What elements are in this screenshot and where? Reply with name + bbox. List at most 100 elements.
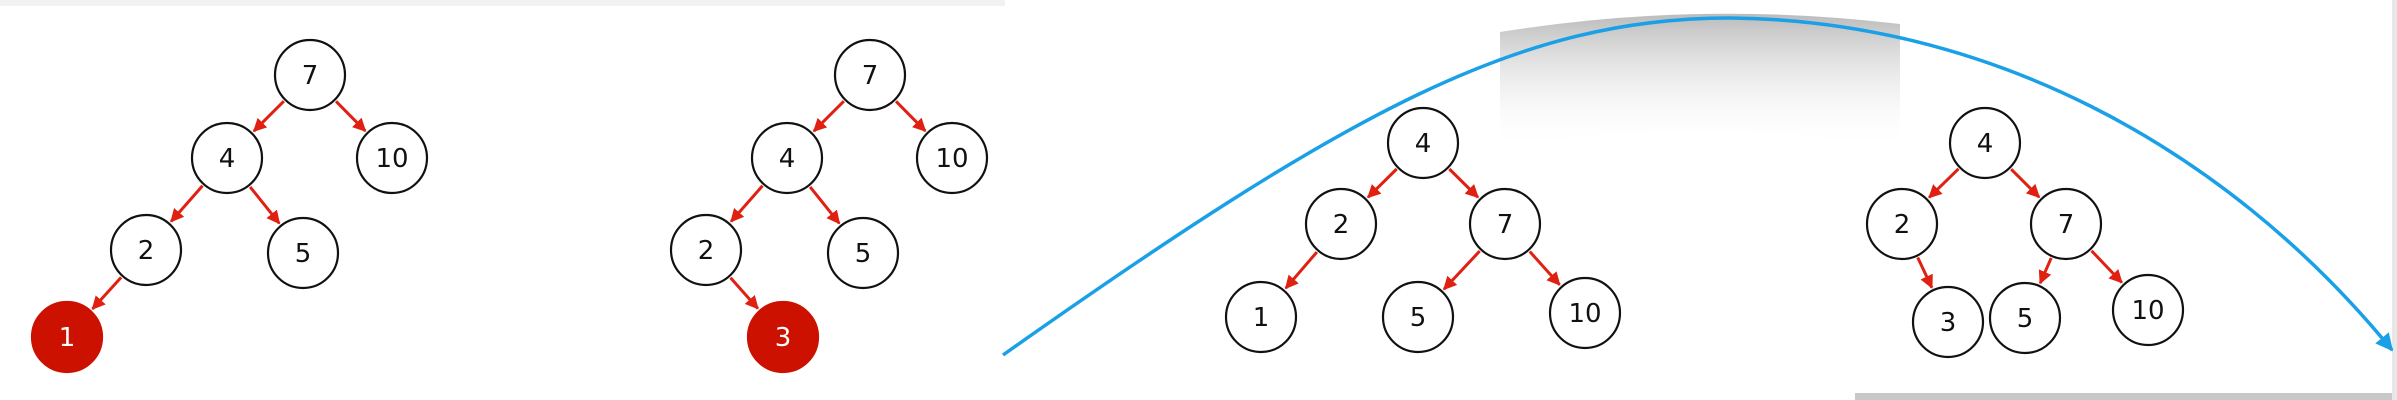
edge-arrow-4-5 — [248, 185, 281, 225]
node-label: 1 — [1253, 303, 1270, 333]
tree-d: 4 2 7 3 5 10 — [1865, 106, 2185, 359]
tree-node-5: 5 — [826, 216, 900, 290]
tree-node-7: 7 — [833, 38, 907, 112]
edge-arrow-4-7 — [2010, 168, 2041, 199]
node-circle — [750, 121, 824, 195]
tree-node-3-highlighted: 3 — [746, 300, 820, 374]
edge-arrow-4-2 — [1366, 167, 1398, 199]
node-label: 5 — [1410, 303, 1427, 333]
node-label: 5 — [295, 239, 312, 269]
node-circle — [1988, 281, 2062, 355]
tree-node-7: 7 — [273, 38, 347, 112]
tree-c: 4 2 7 1 5 10 — [1224, 106, 1622, 354]
node-label: 5 — [855, 239, 872, 269]
node-circle — [109, 213, 183, 287]
node-circle — [2111, 273, 2185, 347]
node-circle — [266, 216, 340, 290]
node-circle — [1381, 280, 1455, 354]
transition-arc-arrow — [1001, 16, 2394, 357]
right-edge-shade — [2392, 0, 2397, 400]
edge-arrow-4-2 — [169, 184, 204, 223]
node-label: 3 — [775, 323, 792, 353]
node-label: 7 — [2058, 210, 2075, 240]
edge-arrow-7-10 — [1528, 250, 1561, 286]
edge-arrow-4-7 — [1448, 167, 1480, 199]
tree-node-3: 3 — [1911, 285, 1985, 359]
bottom-edge-shade — [1855, 393, 2397, 400]
node-label: 5 — [2017, 304, 2034, 334]
node-circle — [1224, 280, 1298, 354]
node-circle — [30, 300, 104, 374]
tree-node-4: 4 — [1386, 106, 1460, 180]
edge-arrow-4-2 — [1928, 167, 1960, 199]
node-circle — [1948, 106, 2022, 180]
edge-arrow-4-5 — [808, 185, 841, 225]
edge-arrow-2-1 — [91, 276, 123, 310]
edge-arrow-7-5 — [1442, 249, 1481, 291]
edge-arrow-7-10 — [2090, 249, 2123, 284]
node-circle — [1386, 106, 1460, 180]
tree-node-1: 1 — [1224, 280, 1298, 354]
node-circle — [833, 38, 907, 112]
node-label: 2 — [1333, 210, 1350, 240]
node-circle — [355, 121, 429, 195]
node-circle — [273, 38, 347, 112]
node-label: 4 — [779, 144, 796, 174]
node-label: 2 — [1894, 210, 1911, 240]
tree-node-10: 10 — [2111, 273, 2185, 347]
node-circle — [1304, 187, 1378, 261]
node-label: 4 — [1415, 129, 1432, 159]
curl-shadow — [1500, 13, 1900, 151]
edge-arrow-2-3 — [1916, 256, 1934, 289]
node-label: 10 — [935, 144, 968, 174]
tree-node-5: 5 — [1988, 281, 2062, 355]
edge-arrow-7-5 — [2038, 257, 2053, 285]
node-circle — [2029, 187, 2103, 261]
node-circle — [669, 213, 743, 287]
tree-node-2: 2 — [109, 213, 183, 287]
node-circle — [826, 216, 900, 290]
tree-node-10: 10 — [1548, 276, 1622, 350]
edge-arrow-7-4 — [252, 100, 285, 133]
tree-node-7: 7 — [1468, 187, 1542, 261]
tree-node-10: 10 — [915, 121, 989, 195]
tree-node-10: 10 — [355, 121, 429, 195]
node-label: 4 — [1977, 129, 1994, 159]
node-label: 1 — [59, 323, 76, 353]
tree-b: 7 4 10 2 5 3 — [669, 38, 989, 374]
node-label: 10 — [2131, 296, 2164, 326]
node-circle — [915, 121, 989, 195]
tree-node-1-highlighted: 1 — [30, 300, 104, 374]
node-label: 2 — [138, 236, 155, 266]
node-label: 7 — [302, 61, 319, 91]
node-circle — [1548, 276, 1622, 350]
node-circle — [190, 121, 264, 195]
tree-node-7: 7 — [2029, 187, 2103, 261]
node-circle — [1468, 187, 1542, 261]
tree-node-2: 2 — [1865, 187, 1939, 261]
node-label: 4 — [219, 144, 236, 174]
node-label: 3 — [1940, 308, 1957, 338]
trees-layer: 7 4 10 2 5 1 7 4 10 2 5 3 4 2 7 1 5 10 4 2 7 3 5 10 — [30, 38, 2185, 374]
tree-node-2: 2 — [669, 213, 743, 287]
node-circle — [1911, 285, 1985, 359]
node-label: 10 — [1568, 299, 1601, 329]
tree-node-4: 4 — [190, 121, 264, 195]
node-label: 10 — [375, 144, 408, 174]
tree-node-5: 5 — [1381, 280, 1455, 354]
edge-arrow-2-3 — [729, 276, 759, 310]
node-circle — [746, 300, 820, 374]
edge-arrow-4-2 — [729, 184, 764, 223]
node-label: 7 — [862, 61, 879, 91]
tree-node-2: 2 — [1304, 187, 1378, 261]
edge-arrow-7-10 — [894, 100, 927, 133]
tree-node-5: 5 — [266, 216, 340, 290]
top-edge-shade — [0, 0, 1005, 6]
edge-arrow-7-4 — [812, 100, 845, 133]
node-label: 2 — [698, 236, 715, 266]
tree-node-4: 4 — [750, 121, 824, 195]
tree-a: 7 4 10 2 5 1 — [30, 38, 429, 374]
node-label: 7 — [1497, 210, 1514, 240]
tree-node-4: 4 — [1948, 106, 2022, 180]
